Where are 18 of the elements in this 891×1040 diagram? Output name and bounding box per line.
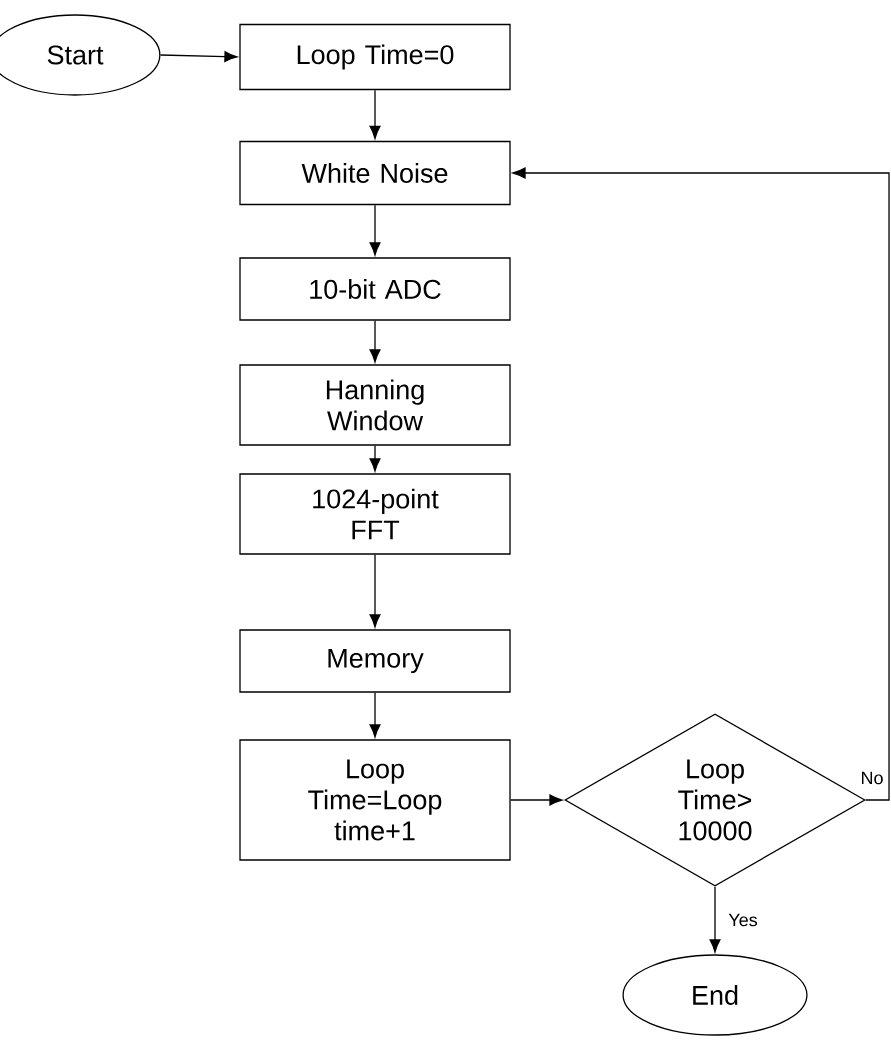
arrow — [512, 167, 890, 801]
process-box: White Noise — [239, 140, 511, 206]
process-box: Loop Time=Loop time+1 — [239, 739, 511, 861]
arrow — [159, 51, 238, 63]
arrow — [369, 204, 381, 256]
arrow — [369, 554, 381, 628]
arrow — [510, 794, 563, 806]
edge-label: Yes — [727, 912, 759, 928]
arrow — [369, 320, 381, 363]
arrow — [709, 886, 721, 953]
process-box: Loop Time=0 — [239, 23, 511, 91]
arrow — [369, 692, 381, 738]
arrow — [369, 89, 381, 139]
process-box: 10-bit ADC — [239, 257, 511, 321]
process-box: 1024-point FFT — [239, 473, 511, 555]
process-box: Hanning Window — [239, 364, 511, 446]
arrow — [369, 445, 381, 472]
process-box: Memory — [239, 629, 511, 693]
